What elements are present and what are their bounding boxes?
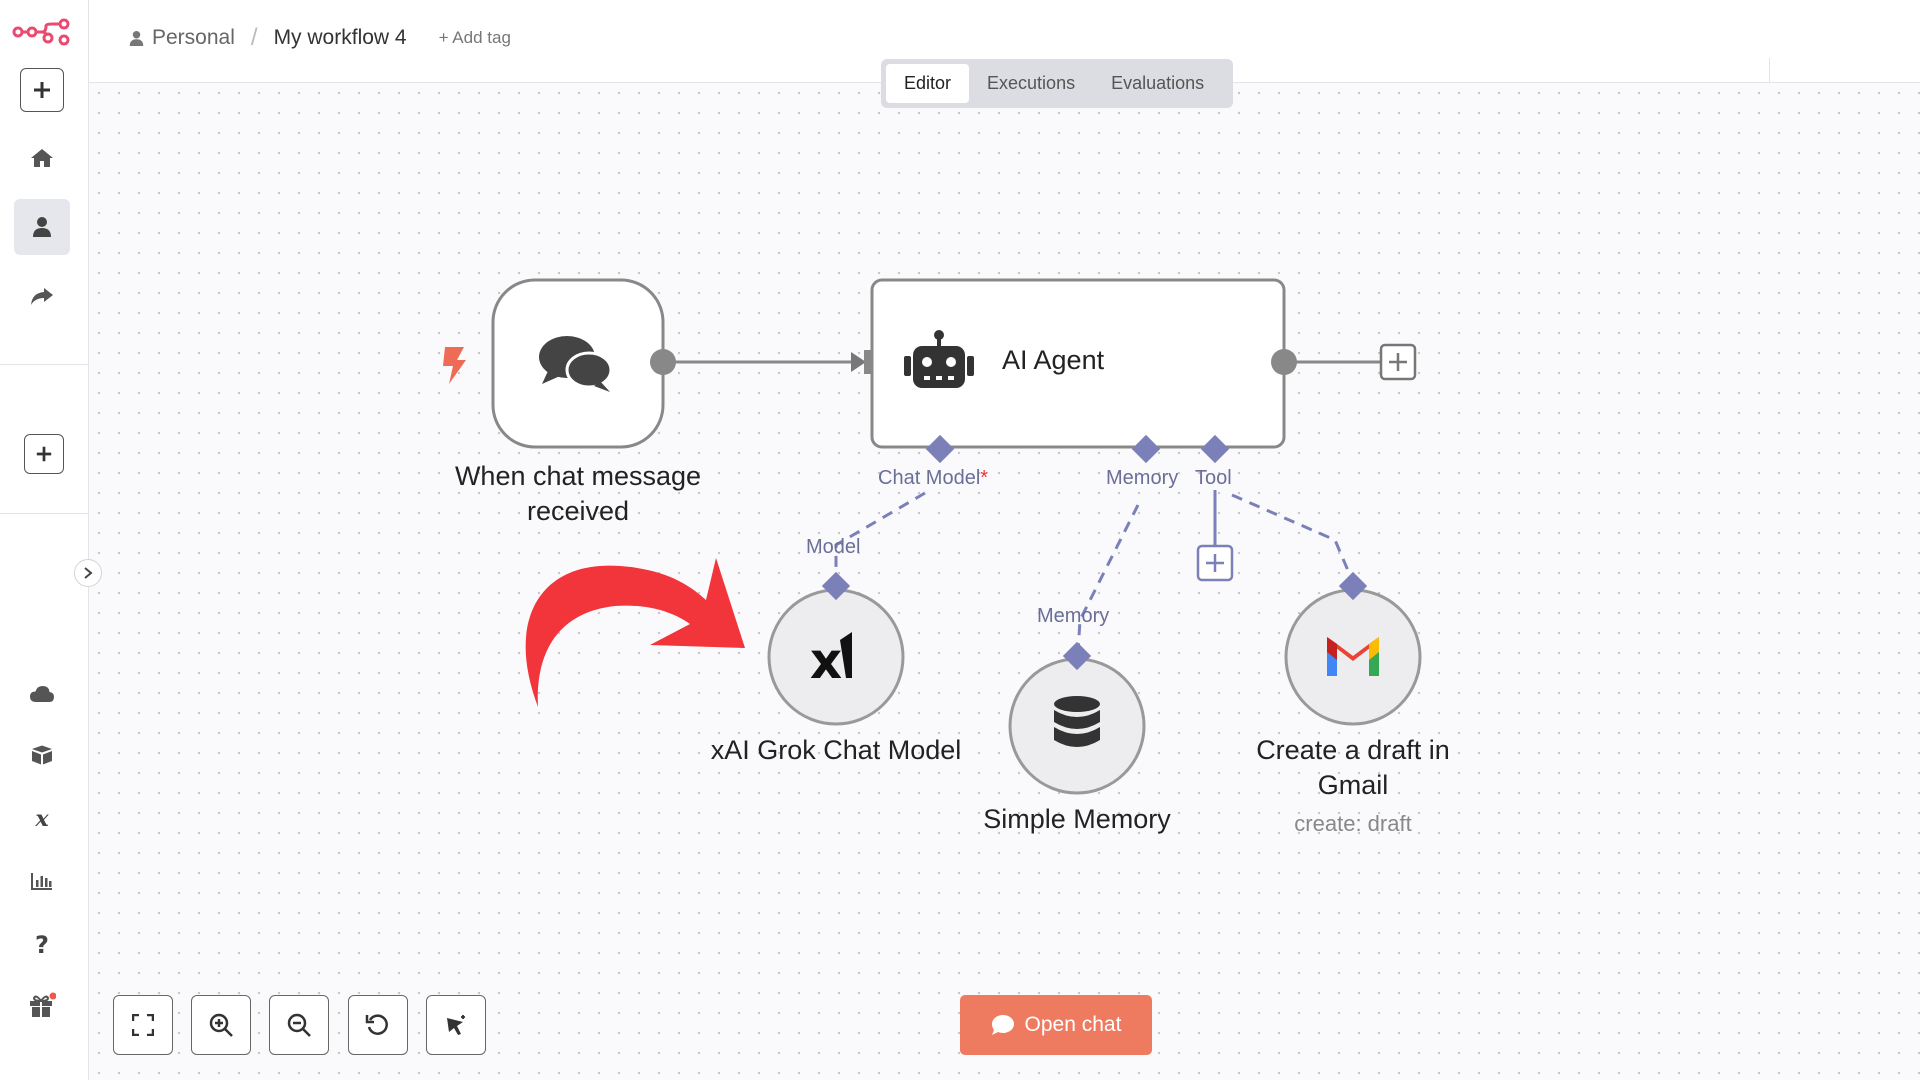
header-divider <box>1769 58 1770 82</box>
connection-memory[interactable] <box>1076 504 1140 653</box>
shared-nav[interactable] <box>14 268 70 324</box>
trigger-bolt-icon <box>443 347 466 384</box>
zoom-out-button[interactable] <box>269 995 329 1055</box>
database-icon <box>1054 696 1100 747</box>
user-icon <box>33 217 51 237</box>
port-chat-model-text: Chat Model <box>878 467 981 489</box>
trigger-label-line2: received <box>526 496 630 526</box>
gmail-node-label: Create a draft in Gmail <box>1203 733 1503 803</box>
breadcrumb: Personal / My workflow 4 + Add tag <box>129 24 511 52</box>
connection-chat-model[interactable] <box>834 491 926 580</box>
svg-text:x: x <box>34 808 49 830</box>
tool-add-button[interactable] <box>1196 544 1234 582</box>
sidebar-divider <box>0 513 88 514</box>
templates-nav[interactable] <box>14 727 70 783</box>
breadcrumb-separator: / <box>250 24 258 51</box>
zoom-out-icon <box>287 1013 311 1037</box>
svg-text:?: ? <box>35 932 49 956</box>
plus-icon <box>34 82 50 98</box>
zoom-in-icon <box>209 1013 233 1037</box>
gift-icon <box>30 992 56 1017</box>
gmail-icon <box>1327 637 1379 676</box>
view-tabs: Editor Executions Evaluations <box>881 59 1233 108</box>
port-chat-model-handle[interactable] <box>925 434 955 464</box>
tidy-up-icon <box>447 1015 465 1035</box>
n8n-logo-icon[interactable] <box>12 14 72 46</box>
fit-view-button[interactable] <box>113 995 173 1055</box>
tab-evaluations[interactable]: Evaluations <box>1111 73 1205 93</box>
plus-icon <box>36 446 52 462</box>
robot-icon <box>904 330 974 388</box>
fit-view-icon <box>132 1014 154 1036</box>
connection-tool-gmail[interactable] <box>1231 493 1354 581</box>
port-memory-handle[interactable] <box>1131 434 1161 464</box>
tidy-up-button[interactable] <box>426 995 486 1055</box>
reset-zoom-button[interactable] <box>348 995 408 1055</box>
port-chat-model-label: Chat Model* <box>878 467 988 490</box>
trigger-node-label: When chat message received <box>418 459 738 529</box>
trigger-output-handle[interactable] <box>650 349 676 375</box>
model-input-handle[interactable] <box>821 571 851 601</box>
variables-nav[interactable]: x <box>14 791 70 847</box>
annotation-arrow-icon <box>525 558 745 707</box>
model-input-label: Model <box>806 536 861 558</box>
trigger-node[interactable] <box>20 0 665 449</box>
insights-icon <box>31 873 52 890</box>
box-icon <box>32 745 52 765</box>
whats-new-nav[interactable] <box>14 977 70 1033</box>
share-icon <box>31 288 53 305</box>
gmail-node-sublabel: create: draft <box>1294 811 1412 836</box>
open-chat-button[interactable]: Open chat <box>960 995 1152 1055</box>
help-icon: ? <box>35 932 49 956</box>
workflow-canvas[interactable] <box>89 83 1920 1080</box>
memory-input-handle[interactable] <box>1062 641 1092 671</box>
create-button[interactable] <box>20 68 64 112</box>
cloud-admin-nav[interactable] <box>14 666 70 722</box>
ai-agent-title: AI Agent <box>1002 345 1105 375</box>
required-marker: * <box>980 467 989 489</box>
memory-input-label: Memory <box>1037 605 1110 627</box>
add-tag-button[interactable]: + Add tag <box>438 28 511 47</box>
breadcrumb-personal[interactable]: Personal <box>129 26 235 50</box>
xai-logo-icon: x <box>810 632 852 690</box>
port-memory-label: Memory <box>1106 467 1179 489</box>
chevron-right-icon <box>84 567 93 579</box>
port-tool-label: Tool <box>1195 467 1232 489</box>
simple-memory-label: Simple Memory <box>983 804 1171 834</box>
svg-text:x: x <box>810 632 842 690</box>
chat-icon <box>991 1015 1014 1035</box>
user-icon <box>129 30 144 46</box>
gmail-input-handle[interactable] <box>1338 571 1368 601</box>
agent-add-next-button[interactable] <box>1379 343 1417 381</box>
sidebar: x ? <box>0 0 89 1080</box>
tab-editor[interactable]: Editor <box>886 64 970 103</box>
agent-output-handle[interactable] <box>1271 349 1297 375</box>
gmail-label-line2: Gmail <box>1317 770 1389 800</box>
port-tool-handle[interactable] <box>1200 434 1230 464</box>
workflow-name[interactable]: My workflow 4 <box>273 26 407 49</box>
tab-executions[interactable]: Executions <box>987 73 1076 93</box>
help-nav[interactable]: ? <box>14 916 70 972</box>
home-icon <box>31 149 53 167</box>
breadcrumb-personal-label: Personal <box>152 26 235 49</box>
chat-bubbles-icon <box>539 336 613 392</box>
personal-nav[interactable] <box>14 199 70 255</box>
collapse-sidebar-button[interactable] <box>74 559 102 587</box>
gmail-label-line1: Create a draft in <box>1256 735 1450 765</box>
add-project-button[interactable] <box>24 434 64 474</box>
zoom-in-button[interactable] <box>191 995 251 1055</box>
variables-icon: x <box>34 808 49 830</box>
reset-zoom-icon <box>365 1014 388 1035</box>
overview-nav[interactable] <box>14 130 70 186</box>
open-chat-label: Open chat <box>1024 1013 1122 1036</box>
insights-nav[interactable] <box>14 853 70 909</box>
connection-arrowhead <box>851 352 866 372</box>
xai-grok-chat-model-label: xAI Grok Chat Model <box>710 735 962 765</box>
trigger-label-line1: When chat message <box>454 461 702 491</box>
sidebar-divider <box>0 364 88 365</box>
cloud-icon <box>30 686 54 702</box>
